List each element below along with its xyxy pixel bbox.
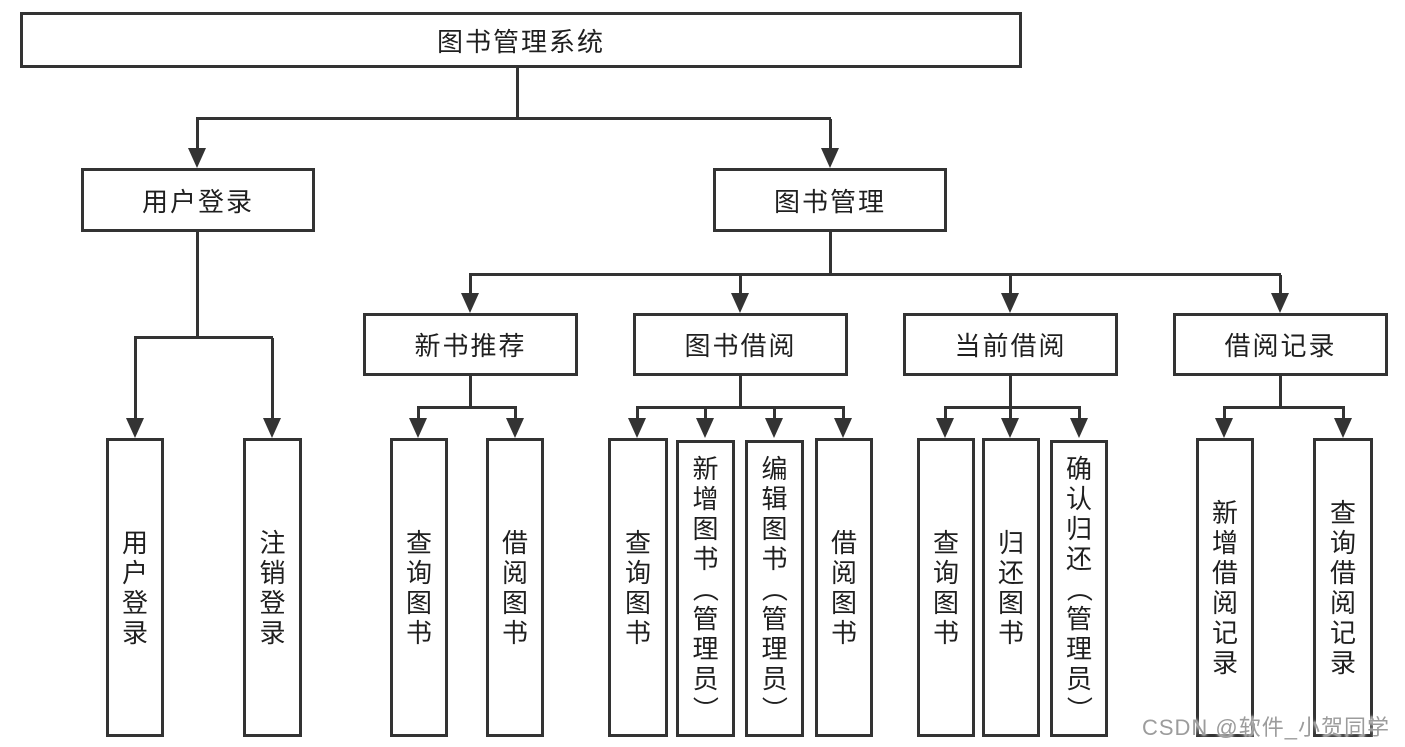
arrow-down-icon (936, 418, 954, 438)
arrow-down-icon (263, 418, 281, 438)
connector-line (134, 336, 273, 339)
node-current-borrow: 当前借阅 (903, 313, 1118, 376)
connector-line (1009, 376, 1012, 408)
connector-line (842, 408, 845, 422)
connector-line (271, 338, 274, 420)
node-new-book-recommend: 新书推荐 (363, 313, 578, 376)
arrow-down-icon (1271, 293, 1289, 313)
leaf-add-borrow-record: 新增借阅记录 (1196, 438, 1254, 737)
node-root: 图书管理系统 (20, 12, 1022, 68)
connector-line (196, 117, 831, 120)
leaf-logout: 注销登录 (243, 438, 302, 737)
arrow-down-icon (731, 293, 749, 313)
connector-line (1078, 408, 1081, 422)
arrow-down-icon (1334, 418, 1352, 438)
connector-line (944, 408, 947, 422)
arrow-down-icon (1001, 418, 1019, 438)
connector-line (196, 119, 199, 150)
leaf-borrow-book: 借阅图书 (815, 438, 873, 737)
connector-line (516, 68, 519, 119)
node-borrow-record: 借阅记录 (1173, 313, 1388, 376)
arrow-down-icon (461, 293, 479, 313)
leaf-query-book-current: 查询图书 (917, 438, 975, 737)
connector-line (636, 408, 639, 422)
connector-line (1009, 408, 1012, 422)
arrow-down-icon (126, 418, 144, 438)
connector-line (944, 406, 1081, 409)
leaf-confirm-return-admin: 确认归还（管理员） (1050, 440, 1108, 737)
connector-line (739, 376, 742, 408)
connector-line (1223, 406, 1345, 409)
leaf-edit-book-admin: 编辑图书（管理员） (745, 440, 804, 737)
arrow-down-icon (506, 418, 524, 438)
connector-line (134, 338, 137, 420)
arrow-down-icon (765, 418, 783, 438)
csdn-watermark: CSDN @软件_小贺同学 (1141, 715, 1390, 740)
connector-line (196, 232, 199, 338)
leaf-user-login: 用户登录 (106, 438, 164, 737)
leaf-add-book-admin: 新增图书（管理员） (676, 440, 735, 737)
connector-line (469, 273, 1281, 276)
connector-line (1342, 408, 1345, 422)
connector-line (417, 408, 420, 422)
arrow-down-icon (1215, 418, 1233, 438)
leaf-borrow-book-recommend: 借阅图书 (486, 438, 544, 737)
node-book-borrow: 图书借阅 (633, 313, 848, 376)
arrow-down-icon (696, 418, 714, 438)
arrow-down-icon (834, 418, 852, 438)
connector-line (829, 119, 832, 150)
connector-line (469, 376, 472, 408)
connector-line (773, 408, 776, 422)
arrow-down-icon (1070, 418, 1088, 438)
connector-line (417, 406, 517, 409)
leaf-query-borrow-record: 查询借阅记录 (1313, 438, 1373, 737)
arrow-down-icon (821, 148, 839, 168)
leaf-query-book-borrow: 查询图书 (608, 438, 668, 737)
arrow-down-icon (628, 418, 646, 438)
connector-line (829, 232, 832, 275)
arrow-down-icon (409, 418, 427, 438)
connector-line (704, 408, 707, 422)
connector-line (1009, 275, 1012, 295)
node-user-login: 用户登录 (81, 168, 315, 232)
leaf-return-book: 归还图书 (982, 438, 1040, 737)
connector-line (514, 408, 517, 422)
connector-line (1279, 376, 1282, 408)
connector-line (1223, 408, 1226, 422)
arrow-down-icon (188, 148, 206, 168)
connector-line (469, 275, 472, 295)
connector-line (1279, 275, 1282, 295)
leaf-query-book-recommend: 查询图书 (390, 438, 448, 737)
node-book-management: 图书管理 (713, 168, 947, 232)
connector-line (739, 275, 742, 295)
arrow-down-icon (1001, 293, 1019, 313)
connector-line (636, 406, 845, 409)
